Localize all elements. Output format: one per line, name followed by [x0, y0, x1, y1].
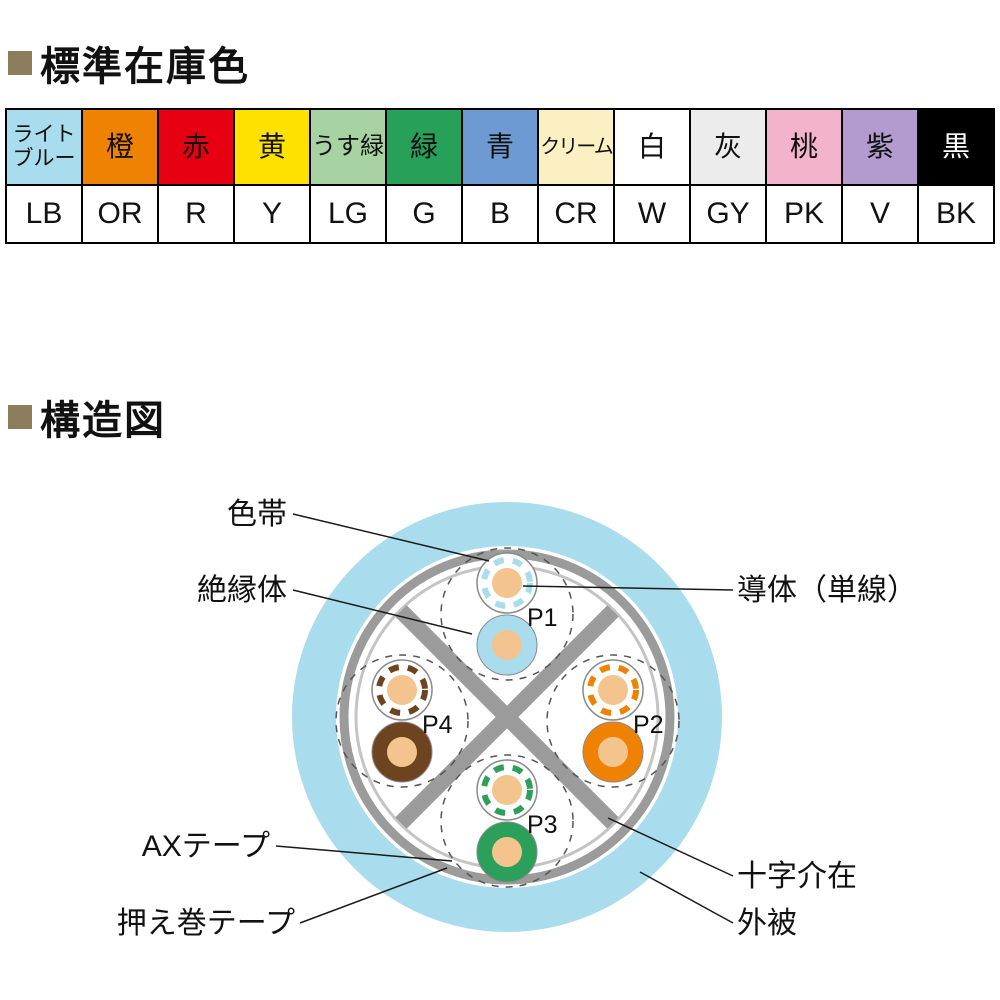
conductor-core [492, 568, 522, 598]
color-cell-orange: 橙 [81, 108, 159, 186]
color-cell-cream: クリーム [537, 108, 615, 186]
section-title-stock-colors: 標準在庫色 [40, 45, 250, 89]
leader-line-color-band [292, 513, 490, 562]
section-title-structure: 構造図 [40, 399, 166, 443]
wire-top [371, 659, 433, 721]
conductor-core [387, 737, 417, 767]
wire-pair-p3: P3 [440, 754, 574, 888]
pair-label-p1: P1 [527, 604, 558, 632]
color-band-ring [481, 764, 533, 816]
label-conductor: 導体（単線） [737, 574, 917, 607]
label-wrap-tape: 押え巻テープ [117, 907, 295, 940]
wire-pair-p1: P1 [440, 547, 574, 681]
color-code-v: V [841, 184, 919, 244]
label-insulator: 絶縁体 [197, 574, 287, 607]
label-cross-spacer: 十字介在 [737, 860, 857, 893]
color-cell-blue: 青 [461, 108, 539, 186]
wire-bottom [476, 614, 538, 676]
conductor-core [492, 775, 522, 805]
color-code-b: B [461, 184, 539, 244]
cable-structure-diagram: P1 P2 P3 [117, 498, 917, 940]
label-sheath: 外被 [737, 907, 797, 940]
label-color-band: 色帯 [227, 498, 287, 531]
conductor-core [598, 675, 628, 705]
pair-boundary-dashed [440, 754, 574, 888]
color-code-w: W [613, 184, 691, 244]
pair-label-p2: P2 [633, 711, 664, 739]
cross-spacer [395, 605, 619, 829]
color-code-or: OR [81, 184, 159, 244]
section-heading-stock-colors: 標準在庫色 [8, 34, 250, 92]
color-code-y: Y [233, 184, 311, 244]
color-band-ring [481, 557, 533, 609]
color-cell-white: 白 [613, 108, 691, 186]
wire-bottom [371, 721, 433, 783]
color-cell-red: 赤 [157, 108, 235, 186]
heading-bullet-icon [8, 405, 32, 429]
pair-boundary-dashed [546, 654, 680, 788]
label-ax-tape: AXテープ [142, 830, 270, 863]
color-band-ring [587, 664, 639, 716]
color-code-g: G [385, 184, 463, 244]
color-code-bk: BK [917, 184, 995, 244]
leader-line-insulator [292, 589, 473, 635]
wire-top [476, 759, 538, 821]
color-name-row: ライトブルー 橙 赤 黄 うす緑 緑 青 クリーム 白 灰 桃 紫 黒 [5, 108, 995, 186]
leader-line-sheath [639, 871, 734, 924]
color-code-gy: GY [689, 184, 767, 244]
pair-boundary-dashed [440, 547, 574, 681]
color-cell-gray: 灰 [689, 108, 767, 186]
wire-bottom [582, 721, 644, 783]
color-code-r: R [157, 184, 235, 244]
wire-bottom [476, 821, 538, 883]
wire-top [582, 659, 644, 721]
color-code-pk: PK [765, 184, 843, 244]
leader-line-cross-spacer [607, 817, 734, 877]
stock-color-table: ライトブルー 橙 赤 黄 うす緑 緑 青 クリーム 白 灰 桃 紫 黒 LB O… [5, 108, 995, 244]
leader-line-wrap-tape [299, 867, 448, 924]
diagram-callouts: 色帯 絶縁体 導体（単線） AXテープ 押え巻テープ 十字介在 外被 [117, 498, 917, 940]
pair-label-p3: P3 [527, 811, 558, 839]
color-code-cr: CR [537, 184, 615, 244]
color-band-ring [376, 664, 428, 716]
color-cell-lightblue: ライトブルー [5, 108, 83, 186]
leader-line-ax-tape [275, 845, 453, 862]
color-cell-pink: 桃 [765, 108, 843, 186]
wire-pair-p2: P2 [546, 654, 680, 788]
color-code-lb: LB [5, 184, 83, 244]
conductor-core [492, 630, 522, 660]
color-cell-purple: 紫 [841, 108, 919, 186]
conductor-core [598, 737, 628, 767]
pair-label-p4: P4 [422, 711, 453, 739]
color-cell-black: 黒 [917, 108, 995, 186]
conductor-core [492, 837, 522, 867]
section-heading-structure: 構造図 [8, 388, 166, 446]
wire-pair-p4: P4 [335, 654, 469, 788]
pair-boundary-dashed [335, 654, 469, 788]
cross-arm [395, 605, 619, 829]
color-code-lg: LG [309, 184, 387, 244]
leader-line-conductor [522, 585, 734, 591]
color-cell-lightgreen: うす緑 [309, 108, 387, 186]
color-cell-green: 緑 [385, 108, 463, 186]
color-cell-yellow: 黄 [233, 108, 311, 186]
wire-top [476, 552, 538, 614]
color-code-row: LB OR R Y LG G B CR W GY PK V BK [5, 184, 995, 244]
conductor-core [387, 675, 417, 705]
heading-bullet-icon [8, 51, 32, 75]
